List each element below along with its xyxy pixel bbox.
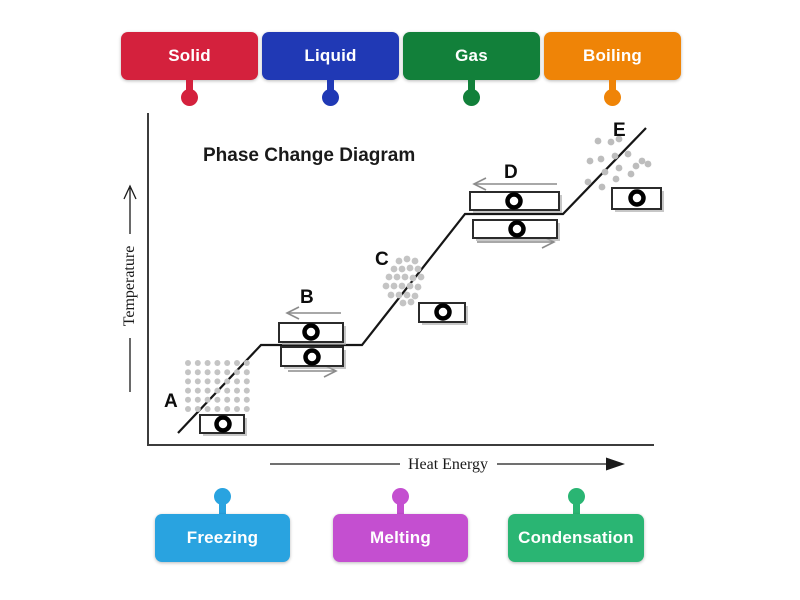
- pin-icon: [181, 89, 198, 106]
- up-arrow-icon: [123, 184, 137, 200]
- chip-box: Liquid: [262, 32, 399, 80]
- answer-slot-e[interactable]: [611, 187, 664, 212]
- chip-label: Condensation: [518, 528, 634, 547]
- chip-box: Melting: [333, 514, 468, 562]
- label-chip-boiling[interactable]: Boiling: [544, 32, 681, 106]
- x-axis-label: Heat Energy: [408, 456, 488, 473]
- chip-label: Freezing: [186, 528, 259, 547]
- point-label-a: A: [164, 391, 178, 412]
- y-axis-label-group: Temperature: [121, 184, 138, 392]
- label-chip-melting[interactable]: Melting: [333, 488, 468, 562]
- answer-slot-d-upper[interactable]: [469, 191, 562, 213]
- empty-slot-icon: [505, 192, 523, 210]
- pin-stem: [219, 503, 226, 515]
- chip-box: Solid: [121, 32, 258, 80]
- empty-slot-icon: [628, 189, 646, 207]
- label-chip-condensation[interactable]: Condensation: [508, 488, 644, 562]
- answer-slot-b-lower[interactable]: [280, 346, 346, 369]
- chip-label: Melting: [370, 528, 431, 547]
- pin-icon: [392, 488, 409, 505]
- point-label-e: E: [613, 120, 626, 141]
- chip-label: Boiling: [583, 46, 642, 65]
- label-chip-solid[interactable]: Solid: [121, 32, 258, 106]
- answer-slot-b-upper[interactable]: [278, 322, 346, 345]
- answer-slot-a[interactable]: [199, 414, 247, 436]
- point-label-c: C: [375, 249, 389, 270]
- label-chip-freezing[interactable]: Freezing: [155, 488, 290, 562]
- left-arrow-icon: [285, 306, 300, 320]
- chip-label: Liquid: [304, 46, 357, 65]
- pin-icon: [567, 488, 585, 505]
- answer-slot-d-lower[interactable]: [472, 219, 560, 241]
- pin-icon: [604, 89, 621, 106]
- label-chip-liquid[interactable]: Liquid: [262, 32, 399, 106]
- empty-slot-icon: [214, 415, 232, 433]
- point-label-b: B: [300, 287, 314, 308]
- y-axis-label: Temperature: [121, 246, 138, 327]
- pin-stem: [327, 79, 334, 91]
- empty-slot-icon: [434, 303, 452, 321]
- liquid-particles: [382, 255, 425, 307]
- empty-slot-icon: [302, 323, 320, 341]
- pin-icon: [463, 89, 480, 106]
- pin-stem: [609, 79, 616, 91]
- x-axis-label-group: Heat Energy: [270, 456, 625, 473]
- chip-label: Solid: [168, 46, 211, 65]
- chip-label: Gas: [455, 46, 488, 65]
- pin-stem: [468, 79, 475, 91]
- arrow-b-left: [285, 306, 341, 320]
- right-arrow-icon: [606, 457, 625, 471]
- pin-stem: [397, 503, 404, 515]
- point-label-d: D: [504, 162, 518, 183]
- answer-slot-c[interactable]: [418, 302, 468, 325]
- pin-icon: [214, 488, 231, 505]
- pin-icon: [322, 89, 339, 106]
- arrow-d-left: [472, 177, 557, 191]
- chip-box: Boiling: [544, 32, 681, 80]
- pin-stem: [186, 79, 193, 91]
- label-chip-gas[interactable]: Gas: [403, 32, 540, 106]
- gas-particles: [584, 135, 652, 191]
- empty-slot-icon: [303, 348, 321, 366]
- empty-slot-icon: [508, 220, 526, 238]
- solid-particles: [185, 360, 250, 412]
- diagram-title: Phase Change Diagram: [203, 145, 415, 166]
- chip-box: Condensation: [508, 514, 644, 562]
- chip-box: Gas: [403, 32, 540, 80]
- chip-box: Freezing: [155, 514, 290, 562]
- left-arrow-icon: [472, 177, 487, 191]
- pin-stem: [572, 503, 580, 515]
